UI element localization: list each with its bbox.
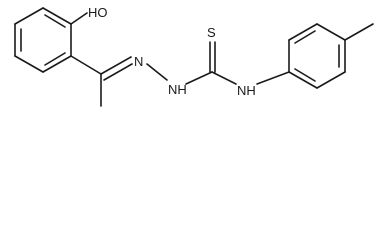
bond xyxy=(211,71,237,85)
bond xyxy=(185,71,213,85)
bond xyxy=(146,63,168,81)
bond xyxy=(70,55,102,75)
bond xyxy=(42,55,72,73)
bond xyxy=(14,7,44,25)
bond xyxy=(288,23,318,41)
thione-sulfur-label: S xyxy=(207,25,216,40)
imine-nitrogen-label: N xyxy=(134,54,143,69)
structure-diagram: HO N NH S NH xyxy=(14,5,374,107)
molecule-canvas: HO N NH S NH xyxy=(14,5,374,107)
imine-double-bond xyxy=(103,63,133,81)
double-bond-inner xyxy=(44,14,66,28)
bond xyxy=(256,71,290,85)
imine-double-bond xyxy=(100,56,132,75)
bond xyxy=(288,71,318,89)
hydroxyl-label: HO xyxy=(88,5,108,20)
tolyl-ring xyxy=(288,23,346,89)
bond xyxy=(344,23,374,41)
bond xyxy=(14,55,44,73)
bond xyxy=(70,12,88,25)
double-bond-inner xyxy=(44,52,66,66)
bond xyxy=(316,71,346,89)
double-bond-inner xyxy=(294,68,316,82)
hydrazine-nh-label: NH xyxy=(168,82,187,97)
phenol-ring xyxy=(14,7,72,73)
bond xyxy=(42,7,72,25)
double-bond-inner xyxy=(294,30,316,44)
bond xyxy=(316,23,346,41)
amide-nh-label: NH xyxy=(237,83,256,98)
